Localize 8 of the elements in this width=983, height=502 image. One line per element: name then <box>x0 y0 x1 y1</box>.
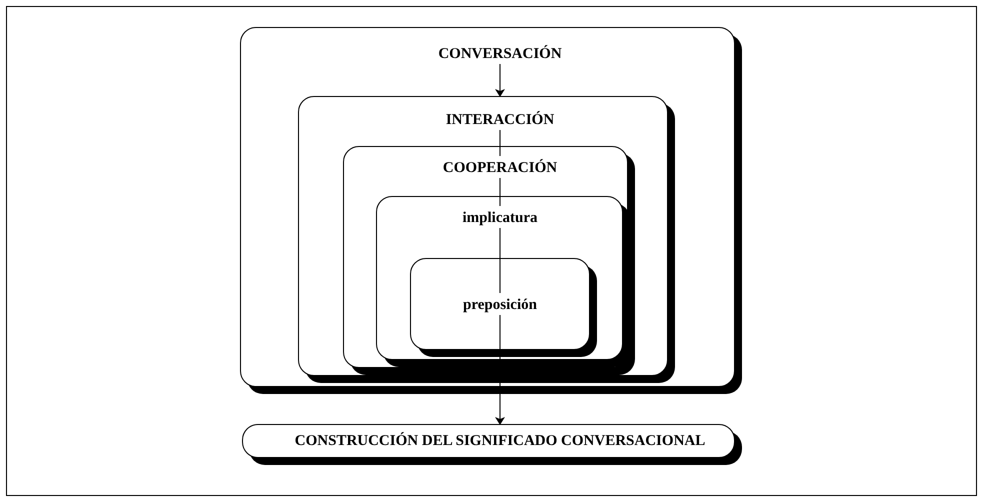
arrow <box>495 314 505 425</box>
box-label: INTERACCIÓN <box>446 111 554 129</box>
box-label: COOPERACIÓN <box>442 159 558 177</box>
box-label: CONVERSACIÓN <box>438 45 562 63</box>
box-label: implicatura <box>462 209 538 227</box>
arrow <box>495 64 505 97</box>
box-label: CONSTRUCCIÓN DEL SIGNIFICADO CONVERSACIONAL <box>294 432 706 450</box>
box-label: preposición <box>463 296 537 314</box>
